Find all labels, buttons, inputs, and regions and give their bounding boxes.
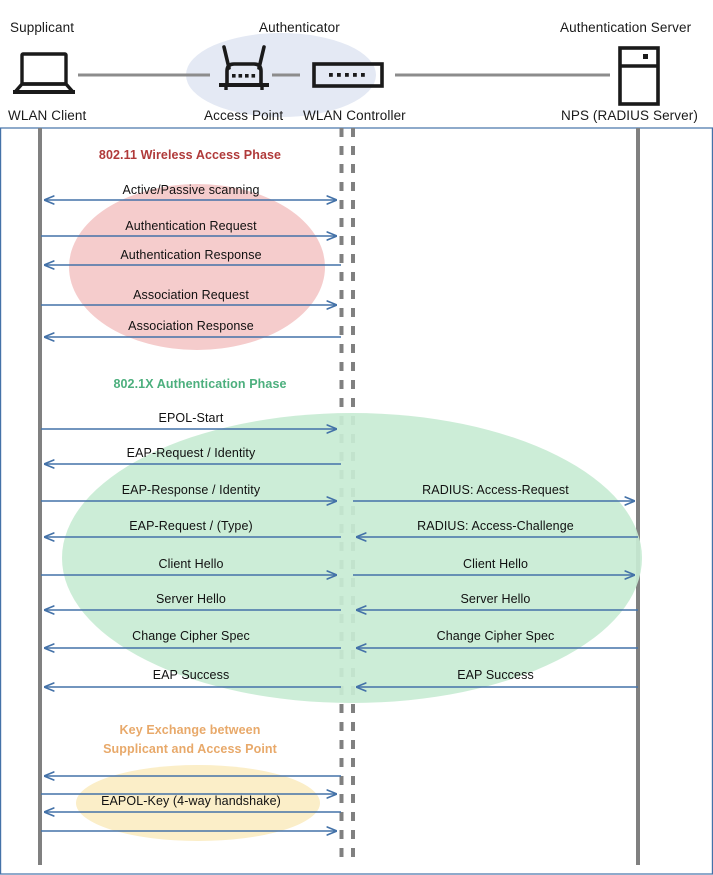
msg-label-server-hello-right: Server Hello: [460, 592, 531, 606]
msg-label-association-response: Association Response: [128, 319, 254, 333]
phase-label-key-exchange-line1: Key Exchange between: [119, 723, 261, 737]
role-title-authentication-server: Authentication Server: [560, 20, 692, 35]
phase-label-key-exchange-line2: Supplicant and Access Point: [103, 742, 277, 756]
device-label-access-point: Access Point: [204, 108, 284, 123]
msg-label-client-hello-right: Client Hello: [462, 557, 529, 571]
msg-label-radius-access-challenge: RADIUS: Access-Challenge: [417, 519, 574, 533]
msg-label-server-hello-left: Server Hello: [156, 592, 226, 606]
msg-label-eap-response-identity: EAP-Response / Identity: [121, 483, 261, 497]
device-label-wlan-controller: WLAN Controller: [303, 108, 406, 123]
role-title-supplicant: Supplicant: [10, 20, 75, 35]
phase-label-dot1x: 802.1X Authentication Phase: [113, 377, 287, 391]
device-label-wlan-client: WLAN Client: [8, 108, 87, 123]
diagram-frame: [0, 127, 713, 875]
msg-label-association-request: Association Request: [133, 288, 249, 302]
wireless-router-icon: [219, 45, 269, 90]
device-label-nps-radius-server: NPS (RADIUS Server): [561, 108, 698, 123]
msg-label-eap-request-type: EAP-Request / (Type): [129, 519, 253, 533]
msg-label-client-hello-left: Client Hello: [158, 557, 224, 571]
role-title-authenticator: Authenticator: [259, 20, 340, 35]
phase-label-wireless-access: 802.11 Wireless Access Phase: [98, 148, 282, 162]
laptop-icon: [13, 52, 75, 94]
msg-label-change-cipher-spec-left: Change Cipher Spec: [132, 629, 250, 643]
msg-label-eap-request-identity: EAP-Request / Identity: [126, 446, 256, 460]
msg-label-radius-access-request: RADIUS: Access-Request: [422, 483, 569, 497]
msg-label-authentication-response: Authentication Response: [120, 248, 262, 262]
phase-ellipse-wireless-access: [69, 184, 325, 350]
phase-ellipse-key-exchange: [76, 765, 320, 841]
msg-label-eapol-key-handshake: EAPOL-Key (4-way handshake): [101, 794, 281, 808]
server-tower-icon: [618, 46, 660, 106]
msg-label-epol-start: EPOL-Start: [158, 411, 224, 425]
phase-label-key-exchange: Key Exchange between Supplicant and Acce…: [0, 721, 380, 759]
msg-label-eap-success-right: EAP Success: [457, 668, 534, 682]
msg-label-authentication-request: Authentication Request: [125, 219, 257, 233]
phase-ellipse-dot1x: [62, 413, 642, 703]
msg-label-change-cipher-spec-right: Change Cipher Spec: [436, 629, 555, 643]
msg-label-eap-success-left: EAP Success: [152, 668, 230, 682]
network-switch-icon: [312, 62, 384, 88]
msg-label-active-passive-scanning: Active/Passive scanning: [122, 183, 260, 197]
